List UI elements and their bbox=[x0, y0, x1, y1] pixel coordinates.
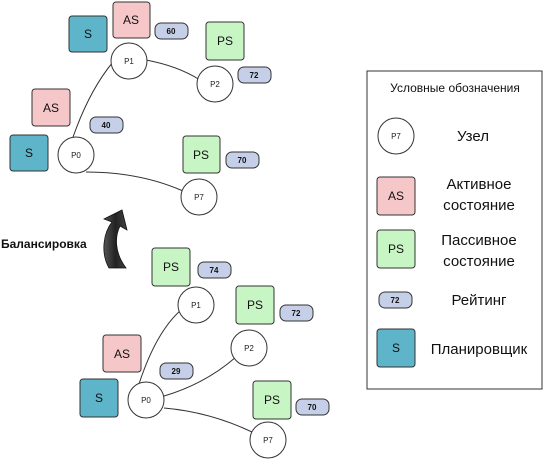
bottom-link-p0-p1 bbox=[138, 309, 182, 385]
bottom-link-p0-p2 bbox=[163, 356, 237, 397]
bottom-link-p0-p7 bbox=[163, 407, 253, 433]
bottom-node-p0: P0 bbox=[127, 381, 165, 419]
bottom-passive-label-p7: PS bbox=[264, 393, 280, 407]
legend-rating-sample-label: 72 bbox=[391, 296, 400, 305]
top-rating-p2-label: 72 bbox=[250, 71, 259, 80]
top-rating-p1-label: 60 bbox=[167, 27, 176, 36]
bottom-passive-box-p2: PS bbox=[235, 285, 275, 325]
top-scheduler-label: S bbox=[84, 27, 92, 41]
top-node-p2: P2 bbox=[196, 65, 234, 103]
top-scheduler-label-p0: S bbox=[25, 146, 33, 160]
legend: Условные обозначения P7 Узел AS Активное… bbox=[366, 70, 543, 390]
top-active-box-p0: AS bbox=[31, 88, 71, 127]
legend-active-text-1: Активное bbox=[447, 176, 512, 193]
legend-node-sample-label: P7 bbox=[391, 132, 401, 141]
bottom-scheduler-label: S bbox=[95, 391, 103, 405]
bottom-rating-p2-label: 72 bbox=[292, 309, 301, 318]
legend-passive-text-2: состояние bbox=[443, 253, 515, 270]
top-rating-p7-label: 70 bbox=[238, 156, 247, 165]
top-node-p0-label: P0 bbox=[71, 151, 81, 160]
legend-passive-sample-label: PS bbox=[388, 242, 404, 256]
top-active-label-p1: AS bbox=[123, 13, 139, 27]
bottom-node-p1-label: P1 bbox=[191, 301, 201, 310]
top-scheduler-box-p0: S bbox=[9, 134, 49, 172]
bottom-cluster: P1 P2 P0 P7 S AS PS P bbox=[79, 247, 330, 459]
curved-arrow-icon bbox=[103, 209, 128, 269]
bottom-rating-p1-label: 74 bbox=[210, 266, 219, 275]
bottom-rating-p1: 74 bbox=[197, 261, 232, 279]
top-node-p2-label: P2 bbox=[210, 80, 220, 89]
top-rating-p7: 70 bbox=[225, 151, 260, 169]
bottom-passive-label-p2: PS bbox=[247, 298, 263, 312]
top-node-p1-label: P1 bbox=[124, 57, 134, 66]
top-link-p1-p2 bbox=[145, 59, 201, 81]
bottom-rating-p0-label: 29 bbox=[172, 367, 181, 376]
legend-rating-sample bbox=[378, 291, 413, 309]
bottom-passive-label-p1: PS bbox=[163, 260, 179, 274]
legend-scheduler-sample-label: S bbox=[392, 341, 400, 355]
legend-item-node: P7 Узел bbox=[377, 117, 489, 155]
bottom-node-p2: P2 bbox=[230, 329, 268, 367]
bottom-passive-box-p1: PS bbox=[151, 247, 191, 287]
top-rating-p0: 40 bbox=[89, 116, 124, 134]
top-link-p0-p7 bbox=[85, 171, 184, 192]
legend-rating-text: Рейтинг bbox=[451, 292, 507, 309]
bottom-node-p2-label: P2 bbox=[244, 344, 254, 353]
top-node-p7-label: P7 bbox=[194, 193, 204, 202]
top-node-p7: P7 bbox=[180, 178, 218, 216]
legend-scheduler-sample bbox=[376, 328, 416, 368]
legend-active-sample-label: AS bbox=[388, 189, 404, 203]
legend-active-text-2: состояние bbox=[443, 197, 515, 214]
top-passive-label-p2: PS bbox=[217, 34, 233, 48]
bottom-passive-box-p7: PS bbox=[252, 380, 292, 420]
bottom-node-p1: P1 bbox=[177, 286, 215, 324]
bottom-node-p7-label: P7 bbox=[263, 436, 273, 445]
top-node-p0: P0 bbox=[57, 136, 95, 174]
bottom-active-box-p0: AS bbox=[102, 334, 142, 373]
legend-scheduler-text: Планировщик bbox=[431, 341, 528, 358]
top-scheduler-box: S bbox=[68, 15, 108, 53]
legend-item-scheduler: S Планировщик bbox=[376, 328, 528, 368]
legend-item-rating: 72 Рейтинг bbox=[378, 291, 507, 309]
top-rating-p1: 60 bbox=[154, 22, 189, 40]
legend-passive-text-1: Пассивное bbox=[441, 232, 516, 249]
legend-active-sample bbox=[376, 176, 416, 216]
legend-title: Условные обозначения bbox=[390, 81, 520, 95]
balance-label: Балансировка bbox=[1, 237, 87, 251]
top-cluster: P1 P2 P0 P7 S S AS AS bbox=[9, 1, 272, 216]
top-link-p0-p1 bbox=[70, 61, 114, 144]
legend-node-sample bbox=[377, 117, 415, 155]
bottom-rating-p7-label: 70 bbox=[308, 403, 317, 412]
bottom-node-p0-label: P0 bbox=[141, 396, 151, 405]
top-passive-label-p7: PS bbox=[193, 148, 209, 162]
bottom-scheduler-box: S bbox=[79, 378, 119, 418]
top-active-box-p1: AS bbox=[112, 1, 151, 39]
legend-item-active: AS Активное состояние bbox=[376, 176, 515, 216]
legend-passive-sample bbox=[376, 229, 416, 269]
bottom-node-p7: P7 bbox=[249, 421, 287, 459]
legend-node-text: Узел bbox=[457, 128, 489, 145]
bottom-rating-p7: 70 bbox=[295, 398, 330, 416]
top-node-p1: P1 bbox=[110, 42, 148, 80]
top-passive-box-p2: PS bbox=[205, 21, 245, 61]
top-passive-box-p7: PS bbox=[182, 135, 221, 174]
bottom-rating-p2: 72 bbox=[279, 304, 314, 322]
bottom-rating-p0: 29 bbox=[159, 362, 194, 380]
legend-item-passive: PS Пассивное состояние bbox=[376, 229, 517, 270]
balance-arrow: Балансировка bbox=[1, 209, 128, 269]
top-active-label-p0: AS bbox=[43, 101, 59, 115]
top-rating-p0-label: 40 bbox=[102, 121, 111, 130]
bottom-active-label-p0: AS bbox=[114, 347, 130, 361]
top-rating-p2: 72 bbox=[237, 66, 272, 84]
